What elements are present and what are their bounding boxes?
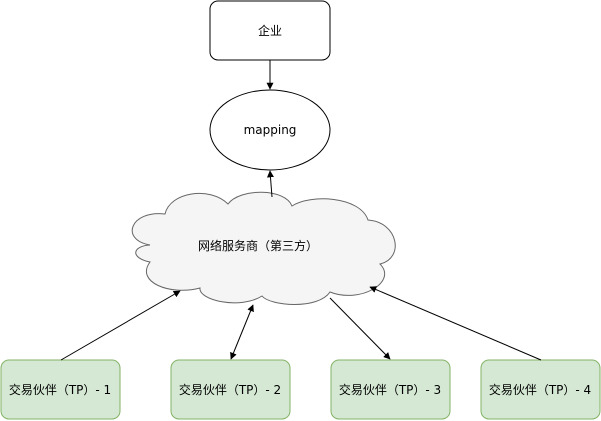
mapping-node[interactable] bbox=[209, 89, 331, 171]
enterprise-node[interactable] bbox=[209, 0, 331, 61]
tp2-node[interactable] bbox=[170, 359, 291, 420]
edge-network-to-mapping bbox=[266, 170, 274, 198]
edge-tp1-to-network bbox=[60, 290, 181, 361]
network-provider-cloud[interactable] bbox=[131, 191, 396, 305]
edge-tp2-network-bidirectional bbox=[230, 304, 254, 360]
tp3-node[interactable] bbox=[330, 359, 451, 420]
tp4-node[interactable] bbox=[480, 359, 601, 420]
tp1-node[interactable] bbox=[0, 359, 121, 420]
edge-tp4-to-network bbox=[369, 286, 542, 361]
edge-network-to-tp3 bbox=[329, 297, 391, 360]
